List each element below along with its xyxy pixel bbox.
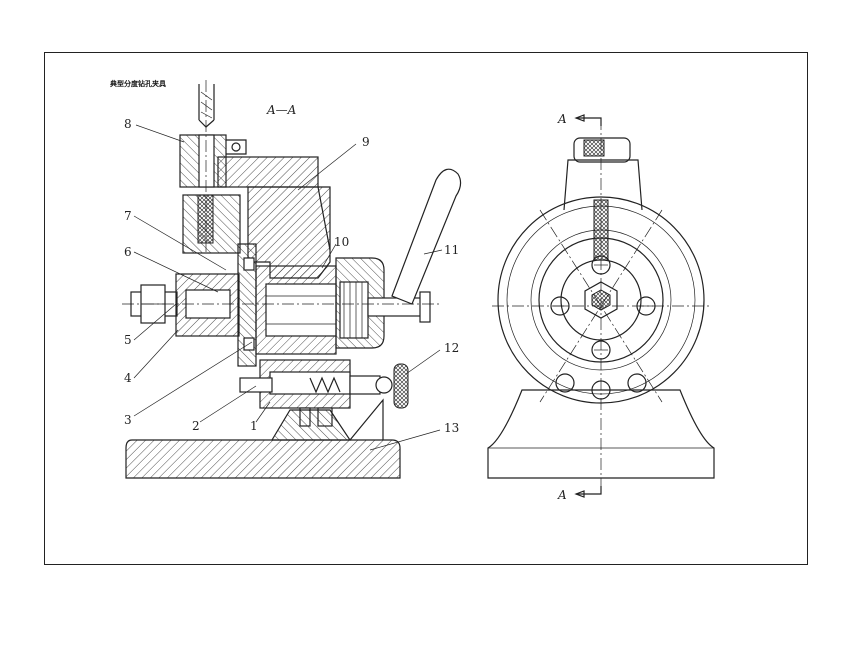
hole-lower-right bbox=[628, 374, 646, 392]
section-label: A—A bbox=[266, 103, 297, 117]
part-label-2: 2 bbox=[192, 419, 200, 433]
drill-plate bbox=[218, 157, 318, 187]
spindle bbox=[266, 284, 336, 336]
hole-lower-left bbox=[556, 374, 574, 392]
front-view bbox=[488, 115, 714, 497]
part-label-3: 3 bbox=[124, 413, 132, 427]
part-label-7: 7 bbox=[124, 209, 132, 223]
part-label-12: 12 bbox=[444, 341, 459, 355]
part-label-11: 11 bbox=[444, 243, 459, 257]
part-label-9: 9 bbox=[362, 135, 370, 149]
part-label-10: 10 bbox=[334, 235, 349, 249]
part-label-4: 4 bbox=[124, 371, 132, 385]
base-plate bbox=[126, 440, 400, 478]
part-label-1: 1 bbox=[250, 419, 258, 433]
section-view bbox=[122, 80, 461, 478]
pin-knob bbox=[394, 364, 408, 408]
part-label-5: 5 bbox=[124, 333, 132, 347]
handle-shaft bbox=[368, 298, 428, 316]
base-boss bbox=[272, 410, 350, 440]
part-label-8: 8 bbox=[124, 117, 132, 131]
drill-bit bbox=[199, 84, 214, 127]
section-marker-top: A bbox=[557, 112, 567, 126]
handle-lever bbox=[392, 169, 461, 304]
indexing-pin bbox=[240, 378, 272, 392]
section-marker-bottom: A bbox=[557, 488, 567, 502]
part-label-13: 13 bbox=[444, 421, 459, 435]
bracket bbox=[248, 187, 330, 278]
part-label-6: 6 bbox=[124, 245, 132, 259]
